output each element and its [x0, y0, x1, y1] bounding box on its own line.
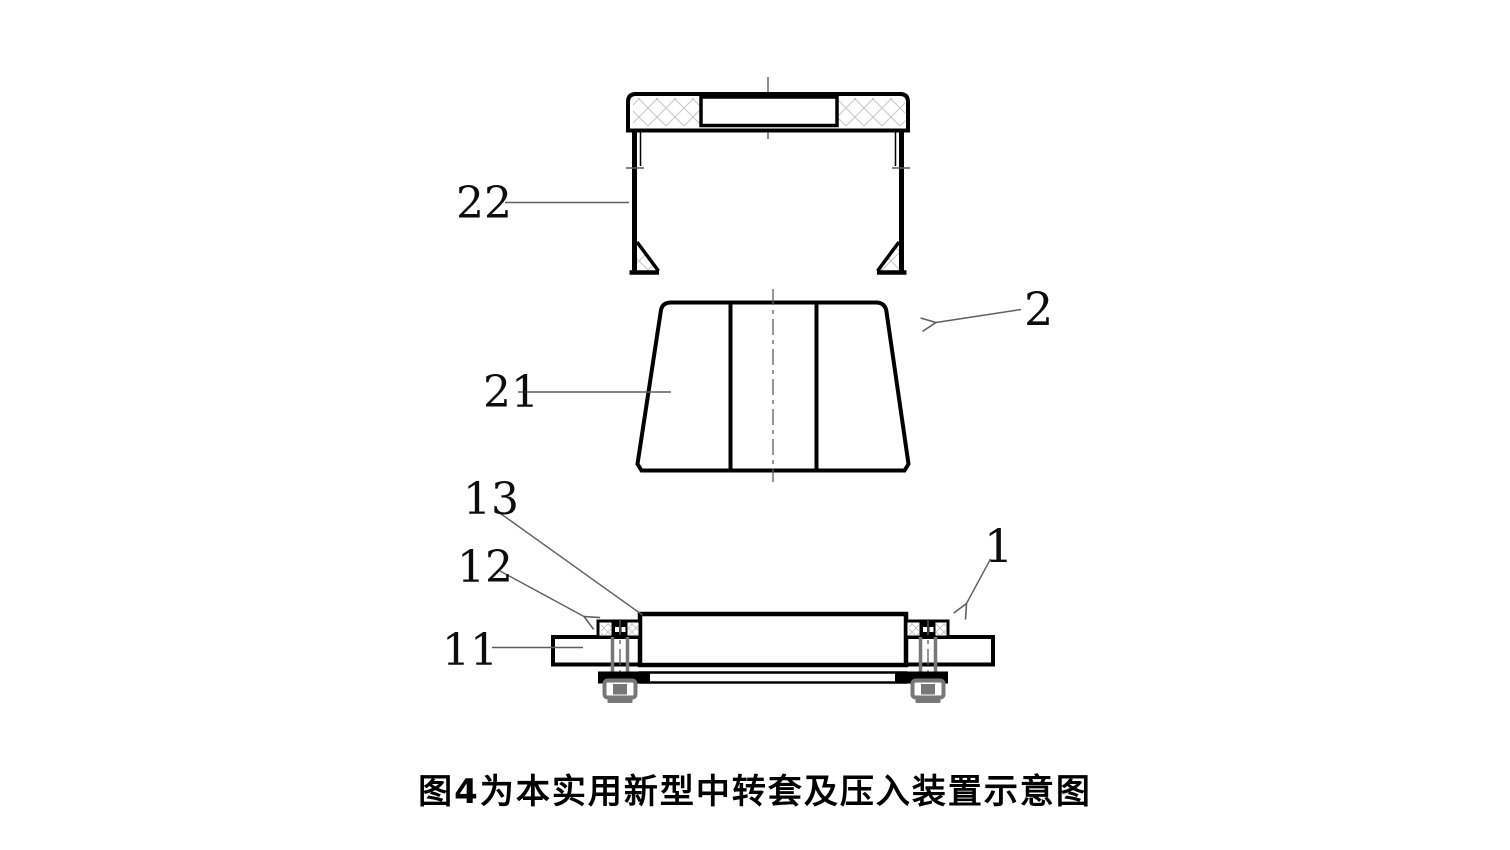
washer-right	[915, 697, 941, 703]
callout-2: 2	[1024, 282, 1054, 336]
bolt-head-left-slot-a	[615, 627, 619, 632]
arrow-12	[499, 570, 601, 630]
boss-left-hatch-b	[628, 623, 638, 635]
bolt-head-right-slot-a	[923, 627, 927, 632]
arrow-2	[920, 308, 1022, 333]
nut-right	[910, 678, 946, 703]
clamp-plate-middle	[638, 671, 908, 684]
cap-center-recess	[699, 95, 839, 128]
base-assembly-1	[551, 611, 995, 703]
callout-13: 13	[463, 474, 519, 525]
boss-left-hatch-a	[601, 623, 611, 635]
cap-foot-right-chamfer	[876, 240, 901, 273]
seat-body-13	[637, 611, 909, 668]
bolt-head-right-slot-b	[929, 627, 934, 632]
figure-caption: 图4为本实用新型中转套及压入装置示意图	[418, 772, 1092, 812]
arrow-1	[953, 558, 992, 620]
callout-22: 22	[456, 178, 512, 229]
nut-left-center	[613, 684, 627, 695]
boss-right-hatch-b	[936, 623, 946, 635]
callout-21: 21	[483, 367, 539, 418]
bolt-head-left-slot-b	[621, 627, 626, 632]
cap-foot-left-chamfer	[635, 240, 660, 273]
nut-left	[602, 678, 638, 703]
cap-hatch-right	[837, 98, 905, 126]
callout-11: 11	[442, 625, 498, 676]
boss-right-hatch-a	[909, 623, 919, 635]
leader-lines	[492, 201, 1022, 649]
transfer-sleeve-2	[635, 289, 911, 482]
callout-12: 12	[457, 542, 513, 593]
washer-left	[607, 697, 633, 703]
cap-hatch-left	[633, 98, 701, 126]
leader-13	[496, 510, 643, 616]
nut-right-center	[921, 684, 935, 695]
press-cap-22	[626, 77, 910, 275]
callout-1: 1	[984, 519, 1014, 573]
